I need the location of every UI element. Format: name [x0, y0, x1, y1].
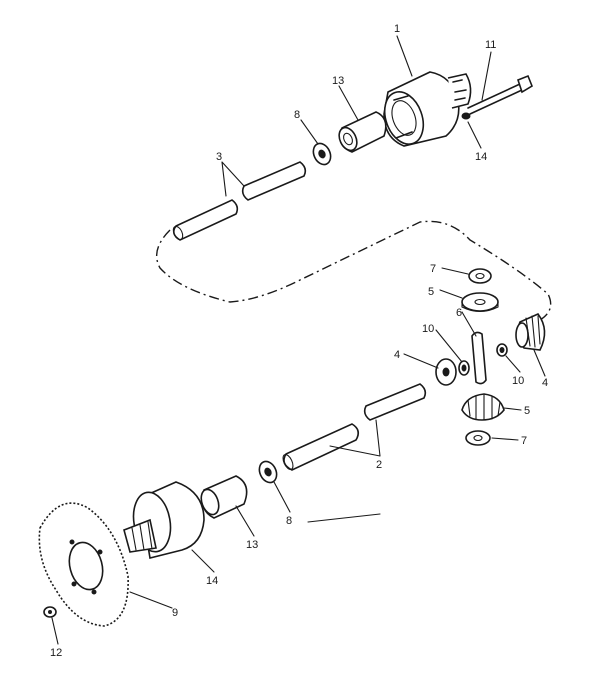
label-8-bottom: 8: [286, 515, 292, 527]
stray-mark: [307, 513, 381, 523]
part-1-housing: [383, 71, 472, 147]
part-4-pinion-left: [435, 358, 457, 386]
part-9-sprocket: [38, 502, 129, 627]
label-5-bottom: 5: [524, 405, 530, 417]
label-12: 12: [50, 647, 62, 659]
label-10-left: 10: [422, 323, 434, 335]
label-10-right: 10: [512, 375, 524, 387]
part-4-pinion-right: [515, 313, 546, 351]
label-14-top: 14: [475, 151, 487, 163]
part-13-bushing-bottom: [200, 475, 248, 519]
part-10-washer-right: [496, 343, 508, 357]
part-7-washer-bottom: [465, 430, 491, 446]
label-14-bottom: 14: [206, 575, 218, 587]
assembly-path-line: [156, 220, 552, 321]
part-6-cross-pin: [471, 331, 487, 385]
part-12-nut: [43, 606, 57, 618]
label-8-top: 8: [294, 109, 300, 121]
part-13-bushing-top: [338, 111, 387, 153]
label-7-top: 7: [430, 263, 436, 275]
part-14-nut-top: [461, 112, 471, 120]
label-9: 9: [172, 607, 178, 619]
part-10-washer-left: [458, 360, 470, 376]
label-3: 3: [216, 151, 222, 163]
part-8-washer-top: [312, 142, 332, 166]
part-8-washer-bottom: [258, 460, 278, 484]
label-13-top: 13: [332, 75, 344, 87]
label-6: 6: [456, 307, 462, 319]
label-4-left: 4: [394, 349, 400, 361]
part-7-washer-top: [468, 268, 492, 284]
part-5-gear-bottom: [461, 393, 505, 421]
part-2-axle: [282, 383, 427, 471]
part-3-axle: [172, 161, 307, 241]
label-2: 2: [376, 459, 382, 471]
part-5-gear-top: [461, 292, 499, 313]
label-4-right: 4: [542, 377, 548, 389]
label-13-bottom: 13: [246, 539, 258, 551]
label-1: 1: [394, 23, 400, 35]
part-11-bolt: [467, 74, 533, 115]
leader-lines: [51, 35, 546, 645]
part-14-carrier-bottom: [123, 481, 205, 559]
label-7-bottom: 7: [521, 435, 527, 447]
label-5-top: 5: [428, 286, 434, 298]
label-11: 11: [485, 39, 496, 51]
